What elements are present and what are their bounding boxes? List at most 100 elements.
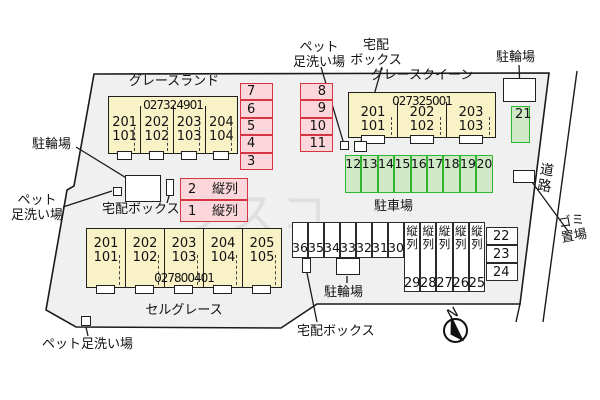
pet-wash-label-mid: ペット 足洗い場 <box>8 193 66 223</box>
pet-wash-box-mid <box>113 187 122 196</box>
road-near-edge-extension <box>515 303 521 323</box>
parking-space-14: 14 <box>377 155 395 193</box>
parking-space-21: 21 <box>511 106 532 143</box>
unit-number: 104 <box>208 128 234 144</box>
parking-space-1: 1 縦列 <box>180 200 248 222</box>
delivery-box-top <box>354 141 367 152</box>
bicycle-parking-box-top <box>503 78 536 102</box>
unit-number: 203 <box>176 114 202 130</box>
delivery-box-bottom <box>302 258 311 273</box>
pet-wash-label-line1: ペット <box>299 40 339 55</box>
pet-wash-box-top <box>340 141 349 150</box>
delivery-box-label-bottom: 宅配ボックス <box>297 324 375 339</box>
parking-space-19: 19 <box>459 155 477 193</box>
entrance-door <box>409 135 434 144</box>
tandem-label: 縦列 <box>211 203 238 219</box>
entrance-door <box>213 285 233 294</box>
unit-number: 102 <box>409 118 435 134</box>
parking-lot-label: 駐車場 <box>374 199 414 214</box>
entrance-door <box>181 151 197 160</box>
tandem-label: 縦列 <box>471 224 483 251</box>
parking-space-6: 6 <box>240 100 273 118</box>
parking-space-4: 4 <box>240 135 273 153</box>
delivery-box-mid <box>166 179 174 196</box>
parking-space-24: 24 <box>486 263 518 281</box>
unit-number: 205 <box>249 236 275 251</box>
balcony-divider <box>158 254 159 285</box>
pet-wash-label-bottom: ペット足洗い場 <box>42 337 134 352</box>
entrance-door <box>148 151 165 160</box>
parking-space-9: 9 <box>300 100 333 118</box>
space-number: 27 <box>436 276 453 291</box>
space-number: 28 <box>420 276 437 291</box>
balcony-divider <box>275 254 276 285</box>
unit-number: 101 <box>93 249 119 265</box>
parking-space-10: 10 <box>300 117 333 135</box>
parking-space-17: 17 <box>427 155 444 193</box>
trash-area-box <box>513 170 535 183</box>
bicycle-parking-label-top: 駐輪場 <box>496 50 536 65</box>
parking-space-3: 3 <box>240 152 273 170</box>
balcony-divider <box>198 126 200 151</box>
road-far-edge <box>542 70 578 323</box>
unit-number: 103 <box>458 118 484 134</box>
unit-number: 103 <box>176 128 202 144</box>
parking-space-7: 7 <box>240 83 273 101</box>
parking-space-34: 34 <box>324 222 340 258</box>
bicycle-parking-label-mid: 駐輪場 <box>32 137 72 152</box>
unit-number: 104 <box>210 249 236 265</box>
compass: N <box>443 304 468 343</box>
unit-number: 102 <box>144 128 170 144</box>
parking-space-8: 8 <box>300 83 333 101</box>
unit-number: 203 <box>171 236 197 251</box>
parking-space-5: 5 <box>240 117 273 136</box>
building-code: 027800401 <box>154 271 215 285</box>
parking-space-18: 18 <box>443 155 460 193</box>
unit-number: 201 <box>112 114 138 130</box>
unit-number: 101 <box>360 118 386 134</box>
building-name-cell-grace: セルグレース <box>145 303 223 318</box>
balcony-divider <box>440 116 441 135</box>
parking-space-11: 11 <box>300 134 333 152</box>
balcony-divider <box>119 254 120 285</box>
entrance-door <box>213 151 229 160</box>
unit-number: 204 <box>210 236 236 251</box>
parking-space-15: 15 <box>394 155 411 193</box>
space-number: 29 <box>403 276 421 291</box>
pet-wash-box-bottom <box>81 316 91 326</box>
pet-wash-label-line1: ペット <box>17 193 57 208</box>
balcony-divider <box>134 126 136 151</box>
pet-wash-label-line2: 足洗い場 <box>10 207 63 223</box>
tandem-label: 縦列 <box>406 224 418 251</box>
parking-space-30: 30 <box>388 222 404 258</box>
balcony-divider <box>236 254 237 285</box>
pet-wash-label-top: ペット 足洗い場 <box>288 40 350 70</box>
unit-number: 201 <box>360 104 386 120</box>
building-code: 027325001 <box>392 94 453 108</box>
unit-number: 105 <box>249 249 275 265</box>
parking-space-29: 縦列 29 <box>404 222 420 292</box>
pet-wash-label-line2: 足洗い場 <box>292 54 345 70</box>
balcony-divider <box>166 126 168 151</box>
parking-space-20: 20 <box>476 155 493 193</box>
tandem-label: 縦列 <box>438 224 451 251</box>
unit-number: 204 <box>208 114 234 130</box>
delivery-box-label-mid: 宅配ボックス <box>102 202 180 217</box>
entrance-door <box>96 285 116 294</box>
parking-space-12: 12 <box>345 155 362 193</box>
trash-area-label: ゴミ 置場 <box>556 212 591 247</box>
space-number: 1 <box>188 203 197 219</box>
